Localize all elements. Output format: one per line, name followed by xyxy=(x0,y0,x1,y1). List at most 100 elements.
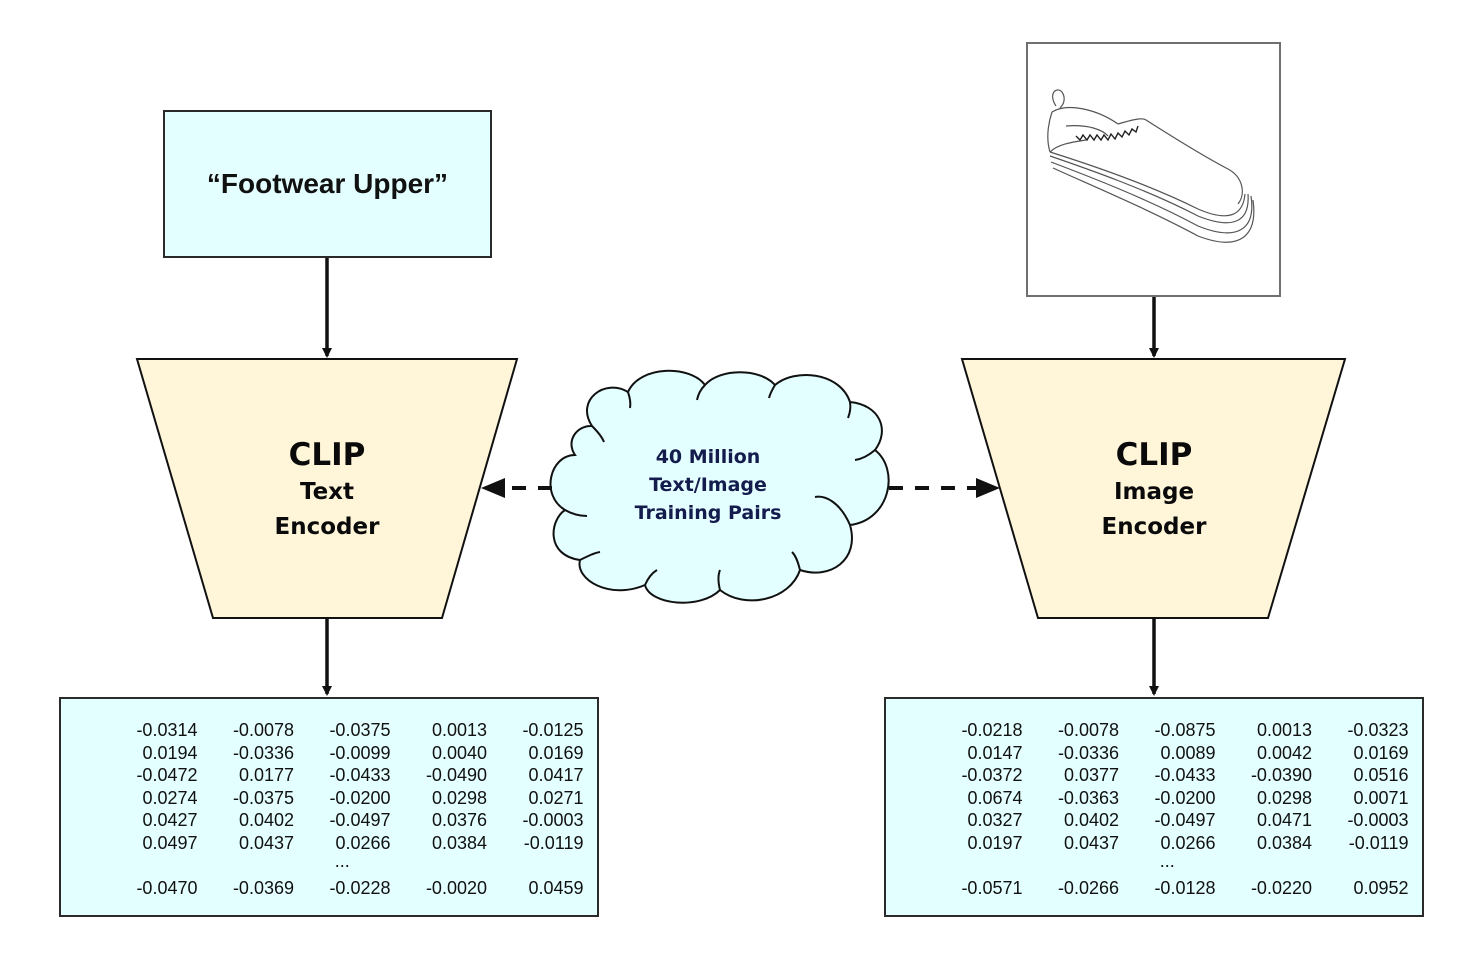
image-input-box xyxy=(1026,42,1281,297)
text-embedding-value: 0.0271 xyxy=(528,787,584,808)
text-encoder-label: CLIP Text Encoder xyxy=(227,436,427,546)
image-embedding-value: -0.0128 xyxy=(1154,877,1216,898)
image-embedding-value: 0.0327 xyxy=(967,810,1023,830)
text-encoder-line2: Encoder xyxy=(274,514,380,541)
image-embedding-value: -0.0003 xyxy=(1347,810,1409,830)
image-embedding-value: 0.0298 xyxy=(1256,787,1312,808)
image-embedding-value: 0.0402 xyxy=(1063,810,1119,830)
image-embedding-value: 0.0516 xyxy=(1353,765,1409,785)
image-embedding-value: -0.0323 xyxy=(1347,720,1409,740)
cloud-puff-lines xyxy=(564,384,876,591)
image-encoder-line2: Encoder xyxy=(1101,514,1207,541)
text-embedding-value: -0.0336 xyxy=(232,742,294,763)
image-encoder-label: CLIP Image Encoder xyxy=(1054,436,1254,546)
text-embedding-value: 0.0013 xyxy=(431,720,487,740)
image-embedding-value: -0.0372 xyxy=(961,765,1023,785)
text-embedding-value: -0.0470 xyxy=(136,877,198,898)
training-data-line2: Text/Image xyxy=(649,474,767,496)
image-encoder-line1: Image xyxy=(1113,478,1195,505)
image-embedding-value: -0.0433 xyxy=(1154,765,1216,785)
image-embedding-value: 0.0952 xyxy=(1353,877,1409,898)
image-embedding-row: 0.0327 0.0402 -0.0497 0.0471 -0.0003 xyxy=(926,809,1409,832)
text-embedding-value: -0.0200 xyxy=(329,787,391,808)
image-embedding-value: -0.0571 xyxy=(961,877,1023,898)
image-embedding-value: 0.0169 xyxy=(1353,742,1409,763)
text-embedding-value: 0.0417 xyxy=(528,765,584,785)
dashed-arrow-to-text-encoder xyxy=(481,478,552,498)
training-data-line3: Training Pairs xyxy=(634,502,782,524)
image-embedding-value: 0.0042 xyxy=(1256,742,1312,763)
text-embedding-value: 0.0194 xyxy=(142,742,198,763)
text-embedding-value: 0.0169 xyxy=(528,742,584,763)
text-embedding-value: 0.0376 xyxy=(431,810,487,830)
text-embedding-value: -0.0228 xyxy=(329,877,391,898)
text-encoder-shape xyxy=(135,358,519,619)
text-embedding-value: -0.0078 xyxy=(232,720,294,740)
text-embedding-value: -0.0375 xyxy=(232,787,294,808)
image-encoder-title: CLIP xyxy=(1115,437,1193,473)
text-embedding-value: -0.0375 xyxy=(329,720,391,740)
text-embedding-value: 0.0040 xyxy=(431,742,487,763)
image-embedding-ellipsis: ... xyxy=(1159,851,1175,871)
training-data-line1: 40 Million xyxy=(655,446,761,468)
text-embedding-value: 0.0459 xyxy=(528,877,584,898)
text-encoder-line1: Text xyxy=(299,478,355,505)
image-embedding-value: -0.0078 xyxy=(1057,720,1119,740)
text-embedding-value: -0.0369 xyxy=(232,877,294,898)
text-embedding-row: 0.0274 -0.0375 -0.0200 0.0298 0.0271 xyxy=(101,787,584,810)
text-embedding-value: 0.0384 xyxy=(431,832,487,853)
text-embedding-value: 0.0497 xyxy=(142,832,198,853)
text-prompt-box: “Footwear Upper” xyxy=(163,110,492,258)
image-embedding-value: 0.0089 xyxy=(1160,742,1216,763)
text-embedding-value: -0.0490 xyxy=(425,765,487,785)
text-embedding-value: 0.0427 xyxy=(142,810,198,830)
image-embedding-value: -0.0497 xyxy=(1154,810,1216,830)
image-embedding-value: -0.0875 xyxy=(1154,720,1216,740)
text-embedding-value: 0.0437 xyxy=(238,832,294,853)
image-embedding-value: -0.0218 xyxy=(961,720,1023,740)
text-embedding-value: 0.0274 xyxy=(142,787,198,808)
image-embedding-value: 0.0471 xyxy=(1256,810,1312,830)
image-embedding-value: 0.0674 xyxy=(967,787,1023,808)
text-embedding-ellipsis: ... xyxy=(334,851,350,871)
image-embedding-value: -0.0336 xyxy=(1057,742,1119,763)
image-encoder-shape xyxy=(960,358,1347,619)
text-embedding-value: -0.0099 xyxy=(329,742,391,763)
text-embedding-row: -0.0314 -0.0078 -0.0375 0.0013 -0.0125 xyxy=(101,719,584,742)
text-embedding-value: -0.0314 xyxy=(136,720,198,740)
text-embedding-value: -0.0497 xyxy=(329,810,391,830)
text-embedding-value: -0.0125 xyxy=(522,720,584,740)
image-embedding-value: -0.0266 xyxy=(1057,877,1119,898)
training-data-label: 40 Million Text/Image Training Pairs xyxy=(608,443,808,527)
text-encoder-title: CLIP xyxy=(288,437,366,473)
image-embedding-value: 0.0377 xyxy=(1063,765,1119,785)
text-embedding-last-row: -0.0470 -0.0369 -0.0228 -0.0020 0.0459 xyxy=(101,877,584,900)
shoe-sketch-icon xyxy=(1047,89,1255,243)
text-embedding-value: 0.0266 xyxy=(335,832,391,853)
text-embedding-value: 0.0177 xyxy=(238,765,294,785)
image-embedding-value: 0.0197 xyxy=(967,832,1023,853)
text-embedding-value: 0.0298 xyxy=(431,787,487,808)
text-prompt-label: “Footwear Upper” xyxy=(206,168,449,199)
text-embedding-value: -0.0020 xyxy=(425,877,487,898)
text-embedding-value: -0.0433 xyxy=(329,765,391,785)
image-embedding-last-row: -0.0571 -0.0266 -0.0128 -0.0220 0.0952 xyxy=(926,877,1409,900)
text-embedding-value: -0.0119 xyxy=(523,832,584,853)
text-embedding-row: 0.0194 -0.0336 -0.0099 0.0040 0.0169 xyxy=(101,742,584,765)
image-embedding-value: 0.0384 xyxy=(1256,832,1312,853)
image-embedding-value: 0.0437 xyxy=(1063,832,1119,853)
image-embedding-value: 0.0266 xyxy=(1160,832,1216,853)
image-embedding-value: -0.0220 xyxy=(1250,877,1312,898)
image-embedding-value: 0.0071 xyxy=(1353,787,1409,808)
image-embedding-value: -0.0119 xyxy=(1348,832,1409,853)
image-embedding-row: 0.0197 0.0437 0.0266 0.0384 -0.0119 xyxy=(926,832,1409,855)
